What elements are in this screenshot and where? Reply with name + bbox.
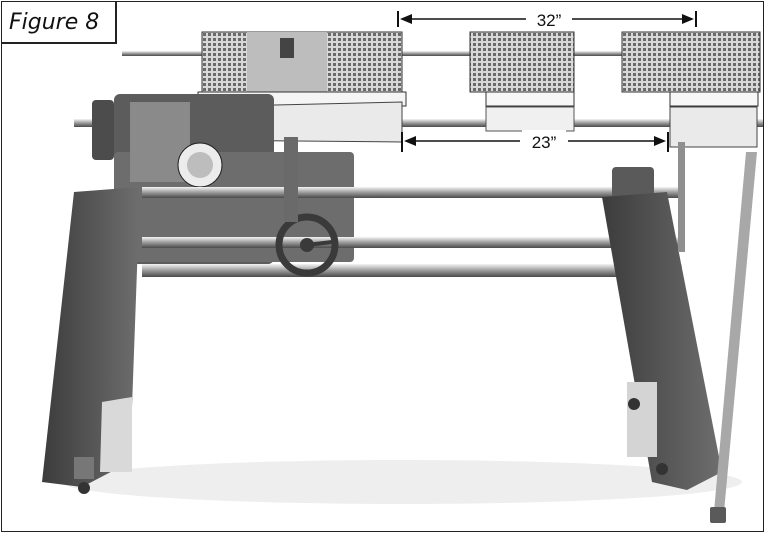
dimension-23: 23” (401, 130, 669, 152)
support-post (714, 152, 757, 512)
figure-label: Figure 8 (2, 2, 117, 44)
extension-table-middle (469, 31, 575, 107)
dimension-32-label: 32” (537, 11, 562, 30)
right-leg (602, 192, 722, 490)
figure-label-text: Figure 8 (9, 9, 100, 35)
fence-rail (74, 119, 763, 127)
dimension-32: 32” (397, 8, 697, 30)
way-tube (142, 264, 682, 277)
extension-table-right (621, 31, 761, 107)
left-leg (42, 187, 140, 494)
headstock (92, 94, 354, 264)
quill-handwheel (275, 137, 339, 277)
dimension-23-label: 23” (532, 133, 557, 152)
